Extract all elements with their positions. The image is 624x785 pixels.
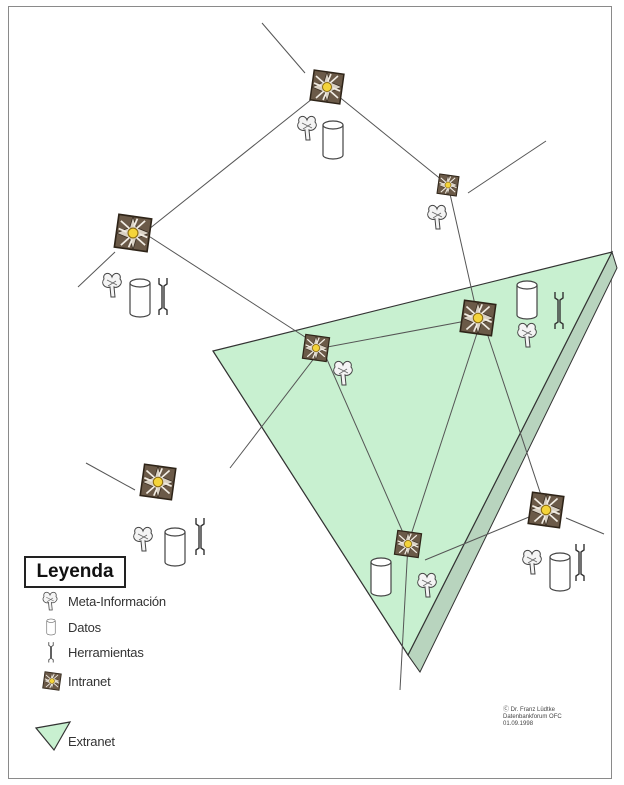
legend-label-meta-information: Meta-Información [68, 594, 166, 609]
legend-label-tools: Herramientas [68, 645, 144, 660]
legend-tool-icon [48, 641, 54, 663]
legend-meta-information-icon [42, 591, 58, 611]
data-cylinder-icon [516, 280, 538, 320]
legend-intranet-icon [42, 671, 62, 691]
credit-line-3: 01.09.1998 [503, 721, 534, 727]
legend-label-intranet: Intranet [68, 674, 111, 689]
data-cylinder-icon [322, 120, 344, 160]
legend-label-data: Datos [68, 620, 101, 635]
legend-extranet-icon [34, 721, 72, 752]
credit-line-1: Ⓒ Dr. Franz Lüdtke [503, 707, 556, 713]
legend-data-icon [46, 618, 56, 636]
intranet-node-upper-right [436, 173, 460, 197]
legend-title: Leyenda [24, 556, 126, 588]
intranet-node-upper-left [113, 213, 153, 253]
meta-information-icon [522, 549, 542, 575]
meta-information-icon [427, 204, 447, 230]
intranet-node-lower-right [527, 491, 565, 529]
extranet-triangle [212, 251, 614, 657]
legend-label-extranet: Extranet [68, 734, 115, 749]
intranet-node-top [309, 69, 345, 105]
data-cylinder-icon [164, 527, 186, 567]
meta-information-icon [102, 272, 122, 298]
intranet-node-triangle-bottom [393, 529, 423, 559]
data-cylinder-icon [549, 552, 571, 592]
meta-information-icon [297, 115, 317, 141]
tool-icon [158, 277, 168, 316]
intranet-node-triangle-right [459, 299, 497, 337]
tool-icon [195, 517, 205, 556]
data-cylinder-icon [129, 278, 151, 318]
intranet-node-triangle-left [301, 333, 331, 363]
network-links [77, 22, 605, 691]
data-cylinder-icon [370, 557, 392, 597]
credit-line-2: Datenbankforum OFC [503, 714, 562, 720]
intranet-node-lower-left [139, 463, 177, 501]
meta-information-icon [133, 526, 153, 552]
tool-icon [575, 543, 585, 582]
